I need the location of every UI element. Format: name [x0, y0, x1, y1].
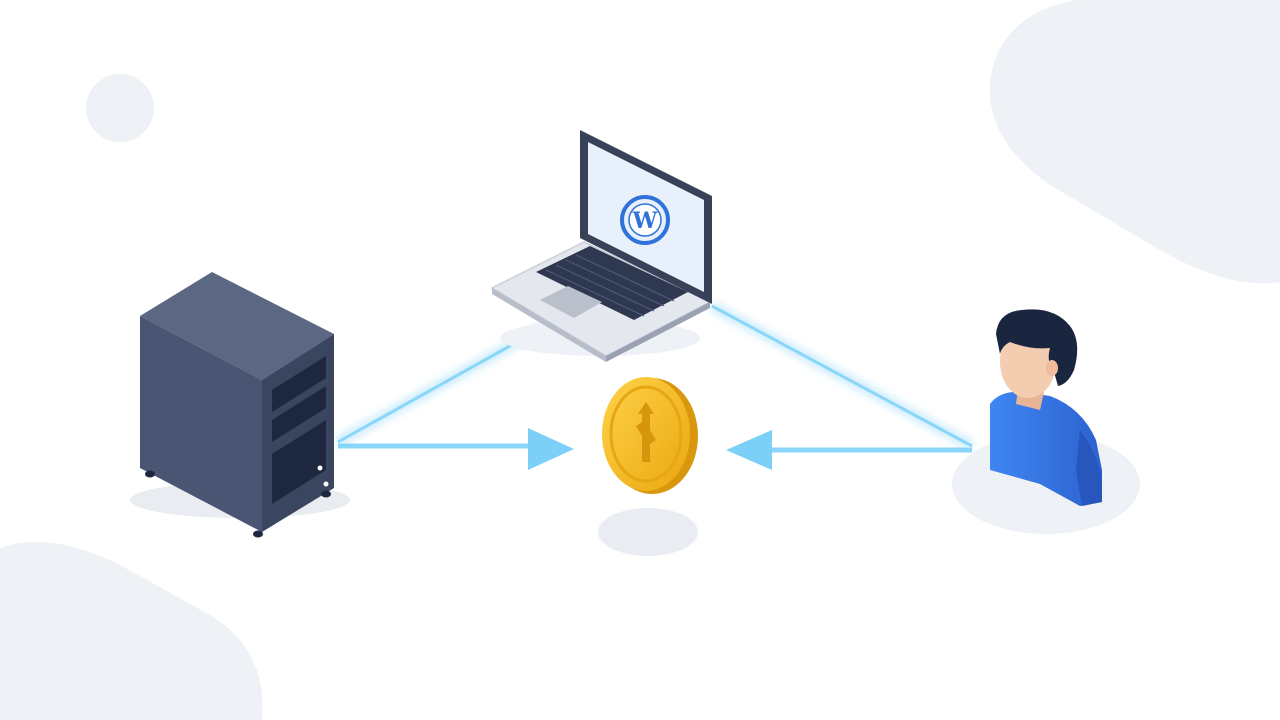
decor-circle [86, 74, 154, 142]
gold-coin-icon [598, 377, 698, 556]
decor-blob-top-right [989, 0, 1280, 284]
user-ear [1046, 360, 1058, 376]
server-side [140, 316, 262, 532]
coin-symbol [636, 402, 656, 462]
server-slot-2 [272, 386, 326, 442]
arrowhead-left [726, 430, 772, 470]
user-shirt [990, 391, 1102, 506]
arrow-server-to-coin [338, 428, 574, 470]
link-laptop-user [709, 301, 975, 451]
server-tower-icon [130, 272, 350, 538]
user-shirt-shade [1076, 430, 1102, 506]
coin-rim [609, 385, 683, 483]
coin-shadow [598, 508, 698, 556]
laptop-keyboard [536, 246, 688, 320]
server-foot [145, 470, 155, 478]
server-slot-1 [272, 356, 326, 412]
server-foot [321, 490, 331, 498]
laptop-trackpad [540, 286, 602, 318]
user-avatar-icon [952, 309, 1140, 534]
server-led [323, 481, 329, 487]
wordpress-logo-icon: W [620, 195, 670, 245]
server-top [140, 272, 334, 380]
arrow-user-to-coin [726, 430, 972, 470]
laptop-base-edge [492, 288, 606, 362]
laptop-base-edge [606, 302, 710, 362]
server-led [317, 465, 323, 471]
decor-blob-bottom-left [0, 541, 263, 720]
laptop-icon: W [490, 130, 712, 362]
keyboard-key-rows [545, 254, 675, 317]
server-foot [253, 530, 263, 538]
server-drive-bay [272, 420, 326, 504]
arrowhead-right [528, 428, 574, 470]
wordpress-logo-letter: W [632, 208, 658, 234]
